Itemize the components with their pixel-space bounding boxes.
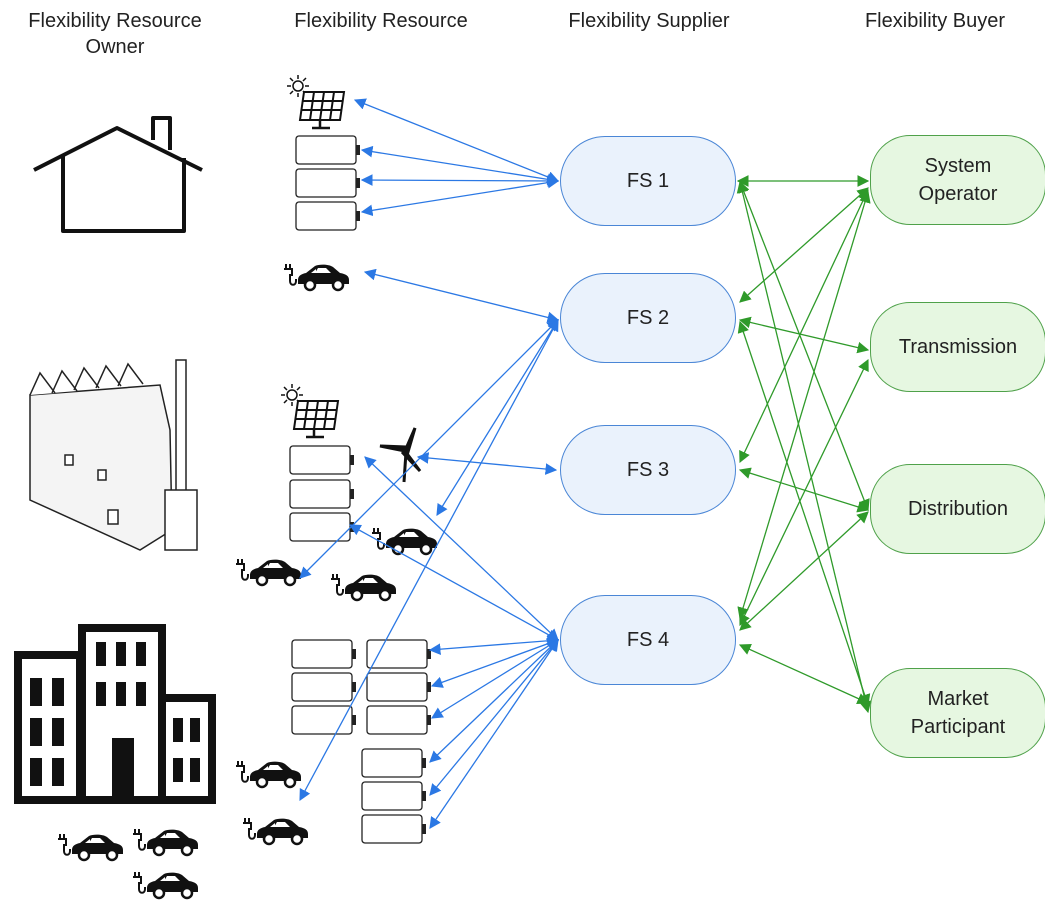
battery-icon bbox=[295, 168, 361, 198]
electric-car-icon bbox=[131, 827, 200, 857]
buyer-label: Market Participant bbox=[910, 688, 1006, 738]
supplier-fs2[interactable]: FS 2 bbox=[560, 273, 736, 363]
buyer-label: Distribution bbox=[907, 498, 1009, 520]
supplier-fs4[interactable]: FS 4 bbox=[560, 595, 736, 685]
supplier-fs3[interactable]: FS 3 bbox=[560, 425, 736, 515]
battery-icon bbox=[295, 135, 361, 165]
battery-icon bbox=[291, 672, 357, 702]
electric-car-icon bbox=[234, 557, 303, 587]
buyer-label: Transmission bbox=[898, 336, 1018, 358]
buyer-system-operator[interactable]: System Operator bbox=[870, 135, 1045, 225]
battery-icon bbox=[289, 479, 355, 509]
battery-icon bbox=[361, 748, 427, 778]
battery-icon bbox=[361, 814, 427, 844]
battery-icon bbox=[366, 705, 432, 735]
buyer-label: System Operator bbox=[918, 155, 998, 205]
battery-icon bbox=[291, 639, 357, 669]
electric-car-icon bbox=[370, 526, 439, 556]
buyer-distribution[interactable]: Distribution bbox=[870, 464, 1045, 554]
battery-icon bbox=[291, 705, 357, 735]
electric-car-icon bbox=[56, 832, 125, 862]
battery-icon bbox=[295, 201, 361, 231]
supplier-label: FS 3 bbox=[626, 459, 670, 481]
battery-icon bbox=[289, 445, 355, 475]
battery-icon bbox=[289, 512, 355, 542]
supplier-links bbox=[299, 98, 560, 829]
solar-panel-icon bbox=[285, 73, 346, 130]
electric-car-icon bbox=[234, 759, 303, 789]
electric-car-icon bbox=[241, 816, 310, 846]
supplier-label: FS 4 bbox=[626, 629, 670, 651]
office-building-icon bbox=[14, 624, 216, 804]
header-buyer: Flexibility Buyer bbox=[864, 10, 1006, 32]
electric-car-icon bbox=[329, 572, 398, 602]
buyer-transmission[interactable]: Transmission bbox=[870, 302, 1045, 392]
supplier-fs1[interactable]: FS 1 bbox=[560, 136, 736, 226]
house-icon bbox=[33, 116, 203, 233]
battery-icon bbox=[366, 672, 432, 702]
battery-icon bbox=[361, 781, 427, 811]
header-resource: Flexibility Resource bbox=[294, 10, 468, 32]
header-owner: Flexibility Resource Owner bbox=[28, 10, 202, 58]
supplier-label: FS 2 bbox=[626, 307, 670, 329]
wind-turbine-icon bbox=[379, 427, 422, 483]
solar-panel-icon bbox=[279, 382, 340, 439]
header-supplier: Flexibility Supplier bbox=[568, 10, 730, 32]
battery-icon bbox=[366, 639, 432, 669]
electric-car-icon bbox=[131, 870, 200, 900]
factory-icon bbox=[29, 359, 198, 551]
electric-car-icon bbox=[282, 262, 351, 292]
buyer-links bbox=[736, 175, 872, 714]
buyer-market-participant[interactable]: Market Participant bbox=[870, 668, 1045, 758]
supplier-label: FS 1 bbox=[626, 170, 670, 192]
